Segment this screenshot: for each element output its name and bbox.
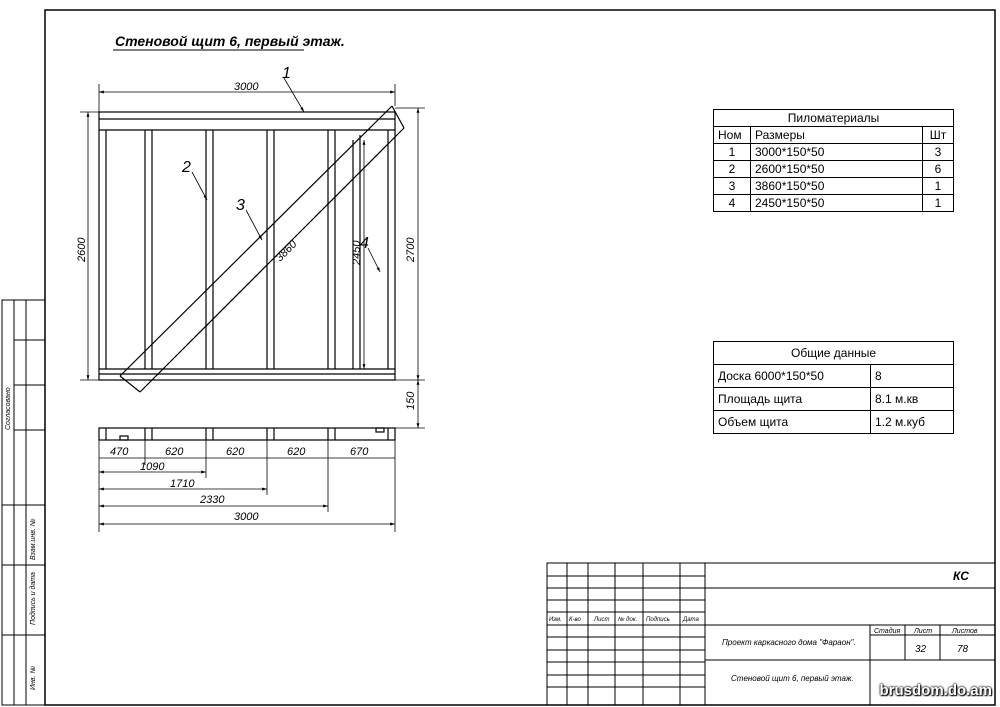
dim-diagonal: 3860 (274, 238, 300, 264)
dim-cum-4: 3000 (234, 511, 259, 523)
lumber-header-num: Ном (713, 126, 751, 144)
lumber-cell: 3860*150*50 (750, 177, 923, 195)
lumber-title: Пиломатериалы (713, 109, 954, 127)
lumber-cell: 3000*150*50 (750, 143, 923, 161)
binding-strip (1, 299, 46, 706)
general-cell: Объем щита (713, 410, 871, 434)
dim-spacing-2: 620 (165, 446, 184, 458)
stamp-col-date: Дата (682, 617, 699, 623)
stamp-sheet-label: Лист (913, 628, 932, 635)
lumber-header-size: Размеры (750, 126, 923, 144)
lumber-cell: 3 (922, 143, 954, 161)
callout-leaders (191, 77, 381, 273)
dim-spacing-4: 620 (287, 446, 306, 458)
dim-spacing-5: 670 (350, 446, 369, 458)
title-block (546, 562, 996, 706)
lumber-table: Пиломатериалы Ном Размеры Шт 1 3000*150*… (713, 109, 954, 212)
stamp-sheets-label: Листов (951, 628, 978, 635)
callout-1: 1 (282, 65, 291, 82)
stamp-project: Проект каркасного дома "Фараон". (722, 638, 856, 647)
dim-spacing-1: 470 (110, 446, 129, 458)
lumber-cell: 2600*150*50 (750, 160, 923, 178)
dim-cum-2: 1710 (170, 478, 195, 490)
lumber-cell: 2 (713, 160, 751, 178)
lumber-cell: 1 (713, 143, 751, 161)
stamp-sheets-number: 78 (957, 644, 969, 655)
dim-inner-height: 2450 (351, 240, 363, 266)
stamp-col-izm: Изм. (549, 617, 562, 623)
dim-top-width: 3000 (234, 81, 259, 93)
dimension-lines (80, 84, 425, 532)
stamp-stage-label: Стадия (874, 627, 900, 635)
table-row: 3 3860*150*50 1 (713, 177, 954, 195)
general-cell: 8 (870, 364, 954, 388)
table-row: 4 2450*150*50 1 (713, 194, 954, 212)
table-row: 1 3000*150*50 3 (713, 143, 954, 161)
general-title: Общие данные (713, 341, 954, 365)
callout-2: 2 (181, 159, 191, 176)
side-label-sign: Подпись и дата (29, 572, 37, 625)
dim-spacing-3: 620 (226, 446, 245, 458)
general-cell: Доска 6000*150*50 (713, 364, 871, 388)
stamp-code: КС (953, 569, 969, 583)
callout-4: 4 (360, 235, 369, 252)
table-row: 2 2600*150*50 6 (713, 160, 954, 178)
dim-cum-1: 1090 (140, 461, 165, 473)
lumber-cell: 2450*150*50 (750, 194, 923, 212)
general-cell: 1.2 м.куб (870, 410, 954, 434)
plan-strip (98, 427, 396, 441)
general-cell: Площадь щита (713, 387, 871, 411)
stamp-col-sign: Подпись (646, 617, 670, 623)
dim-bottom-offset: 150 (405, 391, 417, 410)
general-cell: 8.1 м.кв (870, 387, 954, 411)
side-label-replace: Взам.инв. № (30, 518, 37, 560)
lumber-cell: 1 (922, 194, 954, 212)
lumber-cell: 3 (713, 177, 751, 195)
side-label-agreed: Согласовано (5, 387, 12, 430)
dim-left-height: 2600 (76, 237, 88, 263)
lumber-header-qty: Шт (922, 126, 954, 144)
stamp-col-doc: № док. (618, 616, 637, 623)
stamp-col-list: Лист (593, 617, 609, 623)
callout-3: 3 (236, 197, 245, 214)
side-label-inv: Инв. № (30, 666, 37, 690)
dim-cum-3: 2330 (199, 494, 225, 506)
lumber-cell: 4 (713, 194, 751, 212)
table-row: Объем щита 1.2 м.куб (713, 410, 954, 434)
stamp-sheet-title: Стеновой щит 6, первый этаж. (731, 674, 854, 683)
watermark: brusdom.do.am (879, 682, 992, 699)
table-row: Площадь щита 8.1 м.кв (713, 387, 954, 411)
stamp-sheet-number: 32 (915, 644, 927, 655)
panel-frame (98, 105, 405, 393)
table-row: Доска 6000*150*50 8 (713, 364, 954, 388)
lumber-cell: 6 (922, 160, 954, 178)
lumber-cell: 1 (922, 177, 954, 195)
dim-right-height: 2700 (405, 237, 417, 263)
general-data-table: Общие данные Доска 6000*150*50 8 Площадь… (713, 341, 954, 434)
stamp-col-kvo: К-во (569, 617, 582, 623)
drawing-title: Стеновой щит 6, первый этаж. (115, 33, 345, 49)
